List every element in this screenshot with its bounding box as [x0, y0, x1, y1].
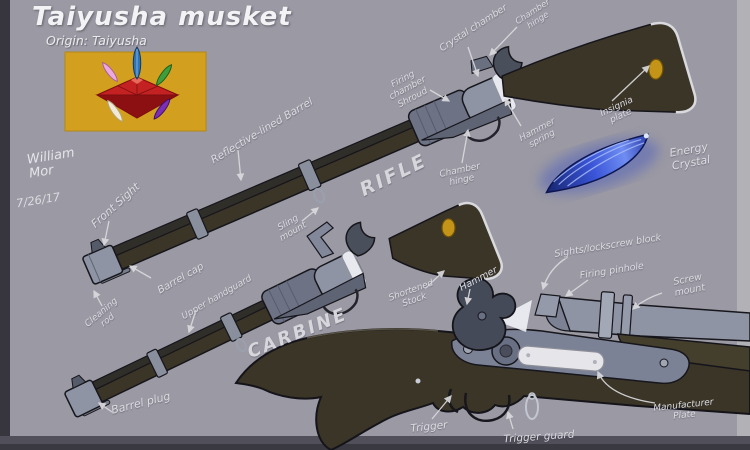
- annotation-arrows: [93, 26, 663, 430]
- annotation-carbine-caption: CARBINE: [244, 303, 351, 363]
- flag-pink-crystal: [102, 61, 118, 83]
- annotation-cleaning-rod: Cleaning rod: [83, 296, 120, 330]
- detail-manufacturer-plate: [517, 345, 605, 372]
- annotation-hammer: Hammer: [457, 264, 500, 294]
- annotation-reflective-lined-barrel: Reflective-lined Barrel: [208, 95, 316, 167]
- annotation-shortened-stock: Shortened Stock: [387, 278, 435, 310]
- rifle-trigger-guard: [464, 116, 501, 142]
- detail-screw-mount-band: [597, 291, 616, 339]
- lock-detail-drawing: [234, 277, 750, 450]
- annotation-chamber-hinge-carbine: Chamber hinge: [438, 161, 482, 189]
- flag-blue-crystal: [132, 46, 142, 80]
- annotation-manufacturer-plate: Manufacturer Plate: [652, 397, 715, 423]
- annotation-upper-handguard: Upper handguard: [180, 273, 254, 322]
- carbine-drawing: [64, 201, 503, 418]
- carbine-buttstock: [388, 201, 503, 281]
- flag-white-crystal: [107, 99, 123, 123]
- flag-red-gem: [95, 76, 180, 119]
- rifle-front-sight: [90, 238, 106, 254]
- annotation-sights-lockscrew-block: Sights/lockscrew block: [553, 232, 662, 260]
- detail-sights-lockscrew-block: [534, 293, 561, 318]
- carbine-rear-sight: [306, 221, 335, 259]
- bottom-border-dark: [0, 444, 750, 450]
- rifle-buttstock: [501, 21, 697, 114]
- annotation-trigger: Trigger: [409, 419, 448, 435]
- carbine-insignia-plate: [441, 218, 456, 238]
- carbine-hammer: [345, 221, 376, 257]
- annotation-crystal-chamber: Crystal chamber: [437, 2, 510, 55]
- annotation-front-sight: Front Sight: [88, 180, 143, 231]
- energy-crystal-drawing: [539, 133, 659, 194]
- taiyusha-flag: [64, 46, 207, 132]
- annotation-firing-pinhole: Firing pinhole: [579, 260, 645, 282]
- origin-subtitle: Origin: Taiyusha: [46, 33, 147, 48]
- annotation-sling-mount: Sling mount: [276, 213, 309, 244]
- annotation-firing-chamber-shroud: Firing chamber Shroud: [387, 69, 430, 110]
- annotation-barrel-plug: Barrel plug: [109, 389, 172, 417]
- annotation-chamber-hinge-rifle: Chamber hinge: [513, 0, 552, 32]
- left-border: [0, 0, 10, 450]
- rifle-drawing: [82, 21, 697, 285]
- annotation-screw-mount: Screw mount: [672, 271, 707, 299]
- annotation-energy-crystal-label: Energy Crystal: [668, 140, 712, 173]
- detail-trigger-guard: [464, 392, 511, 423]
- annotation-insignia-plate: Insignia plate: [598, 95, 635, 126]
- annotation-rifle-caption: RIFLE: [356, 149, 431, 201]
- bottom-border: [0, 436, 750, 444]
- annotation-trigger-guard: Trigger guard: [503, 428, 575, 446]
- annotation-hammer-spring: Hammer spring: [517, 116, 558, 151]
- page-title: Taiyusha musket: [32, 2, 292, 32]
- rifle-sling-swivel: [313, 187, 326, 204]
- flag-green-crystal: [155, 63, 173, 87]
- flag-purple-crystal: [153, 98, 171, 120]
- annotation-barrel-cap: Barrel cap: [155, 261, 206, 297]
